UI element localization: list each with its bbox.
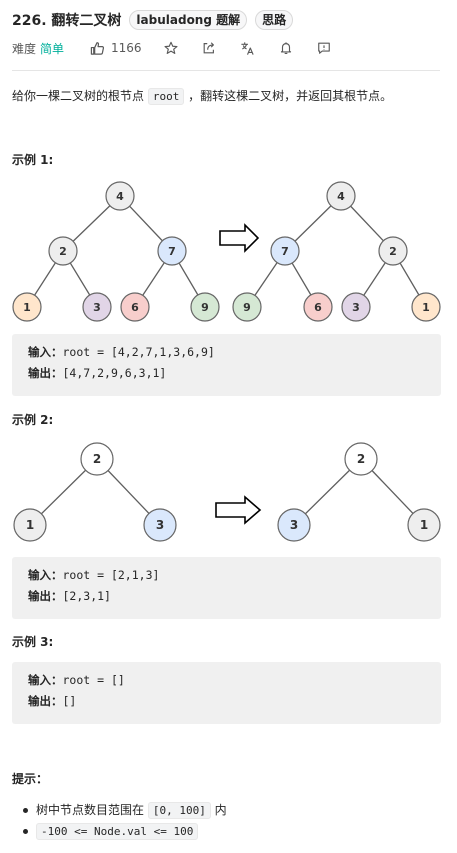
right-arrow-icon [215,495,262,525]
translate-button[interactable] [240,41,255,56]
tree-node [277,508,311,542]
feedback-icon [317,42,330,54]
tips-title: 提示： [12,772,49,786]
tip-code: -100 <= Node.val <= 100 [36,823,199,840]
description-text-end: ，翻转这棵二叉树，并返回其根节点。 [188,89,393,103]
tips-list: 树中节点数目范围在 [0, 100] 内 -100 <= Node.val <=… [23,800,227,842]
tree-node-label: 3 [156,518,164,532]
tip-code: [0, 100] [147,802,211,819]
tree-node [407,508,441,542]
translate-icon [240,41,254,55]
tree-node [341,292,371,322]
tree-node [120,292,150,322]
tree-node-label: 2 [93,452,101,466]
list-item: 树中节点数目范围在 [0, 100] 内 [23,800,227,821]
description-text: 给你一棵二叉树的根节点 [12,89,145,103]
difficulty-badge: 简单 [40,41,65,56]
tree-node [303,292,333,322]
tree-node [232,292,262,322]
tree-node-label: 1 [422,301,430,314]
example-2-title: 示例 2: [12,413,54,427]
tree-node-label: 3 [93,301,101,314]
tree-node [12,292,42,322]
tree-node-label: 1 [23,301,31,314]
like-button[interactable]: 1166 [90,41,142,56]
tag-labuladong[interactable]: labuladong 题解 [129,10,248,30]
example-2-code: 输入：root = [2,1,3] 输出：[2,3,1] [12,557,441,619]
tree-node-label: 3 [352,301,360,314]
tree-node-label: 4 [337,190,345,203]
tree-node-label: 2 [389,245,397,258]
tree-node-label: 9 [243,301,251,314]
tree-node [48,236,78,266]
tag-hint[interactable]: 思路 [255,10,294,30]
output-label: 输出： [28,589,63,603]
like-count: 1166 [111,41,142,55]
bell-icon [280,42,291,54]
difficulty-label: 难度 [12,41,37,56]
tree-node-label: 2 [357,452,365,466]
tree-node [80,442,114,476]
tree-node [411,292,441,322]
tree-node-label: 7 [281,245,289,258]
share-icon [203,42,214,54]
tree-node-label: 1 [420,518,428,532]
share-button[interactable] [202,41,216,55]
input-label: 输入： [28,673,63,687]
header-divider [12,70,440,71]
tree-node [13,508,47,542]
tree-node [82,292,112,322]
problem-description: 给你一棵二叉树的根节点 root ，翻转这棵二叉树，并返回其根节点。 [12,86,442,107]
example-1-figure: 4 2 7 1 3 6 9 4 7 2 9 6 3 1 [12,181,441,322]
example-2-figure: 2 1 3 2 3 1 [13,442,441,542]
tree-node-label: 1 [26,518,34,532]
problem-header: 226. 翻转二叉树 labuladong 题解 思路 [12,8,452,32]
tree-node-label: 7 [168,245,176,258]
tree-node [326,181,356,211]
tree-node-label: 2 [59,245,67,258]
thumbs-up-icon [90,41,105,55]
tree-node-label: 6 [131,301,139,314]
output-label: 输出： [28,366,63,380]
example-1-code: 输入：root = [4,2,7,1,3,6,9] 输出：[4,7,2,9,6,… [12,334,441,396]
tree-node [105,181,135,211]
tree-node-label: 6 [314,301,322,314]
tree-node-label: 4 [116,190,124,203]
input-label: 输入： [28,568,63,582]
problem-title: 226. 翻转二叉树 [12,13,122,29]
list-item: -100 <= Node.val <= 100 [23,821,227,842]
example-3-code: 输入：root = [] 输出：[] [12,662,441,724]
example-1-title: 示例 1: [12,153,54,167]
input-value: root = [2,1,3] [62,568,160,582]
output-label: 输出： [28,694,63,708]
feedback-button[interactable] [317,41,331,55]
input-value: root = [4,2,7,1,3,6,9] [62,345,215,359]
favorite-button[interactable] [164,41,178,55]
right-arrow-icon [219,223,260,253]
input-label: 输入： [28,345,63,359]
tree-node [143,508,177,542]
tip-text: 树中节点数目范围在 [36,803,145,817]
example-3-title: 示例 3: [12,635,54,649]
tree-node [270,236,300,266]
tree-node [190,292,220,322]
notify-button[interactable] [279,41,293,55]
problem-meta: 难度 简单 1166 [12,38,452,58]
tree-node [157,236,187,266]
description-code: root [147,88,185,105]
input-value: root = [] [62,673,125,687]
tree-node [378,236,408,266]
tree-node [344,442,378,476]
star-icon [164,41,178,54]
output-value: [4,7,2,9,6,3,1] [62,366,167,380]
tree-node-label: 3 [290,518,298,532]
output-value: [] [62,694,77,708]
tip-text-end: 内 [214,803,227,817]
tree-node-label: 9 [201,301,209,314]
output-value: [2,3,1] [62,589,111,603]
